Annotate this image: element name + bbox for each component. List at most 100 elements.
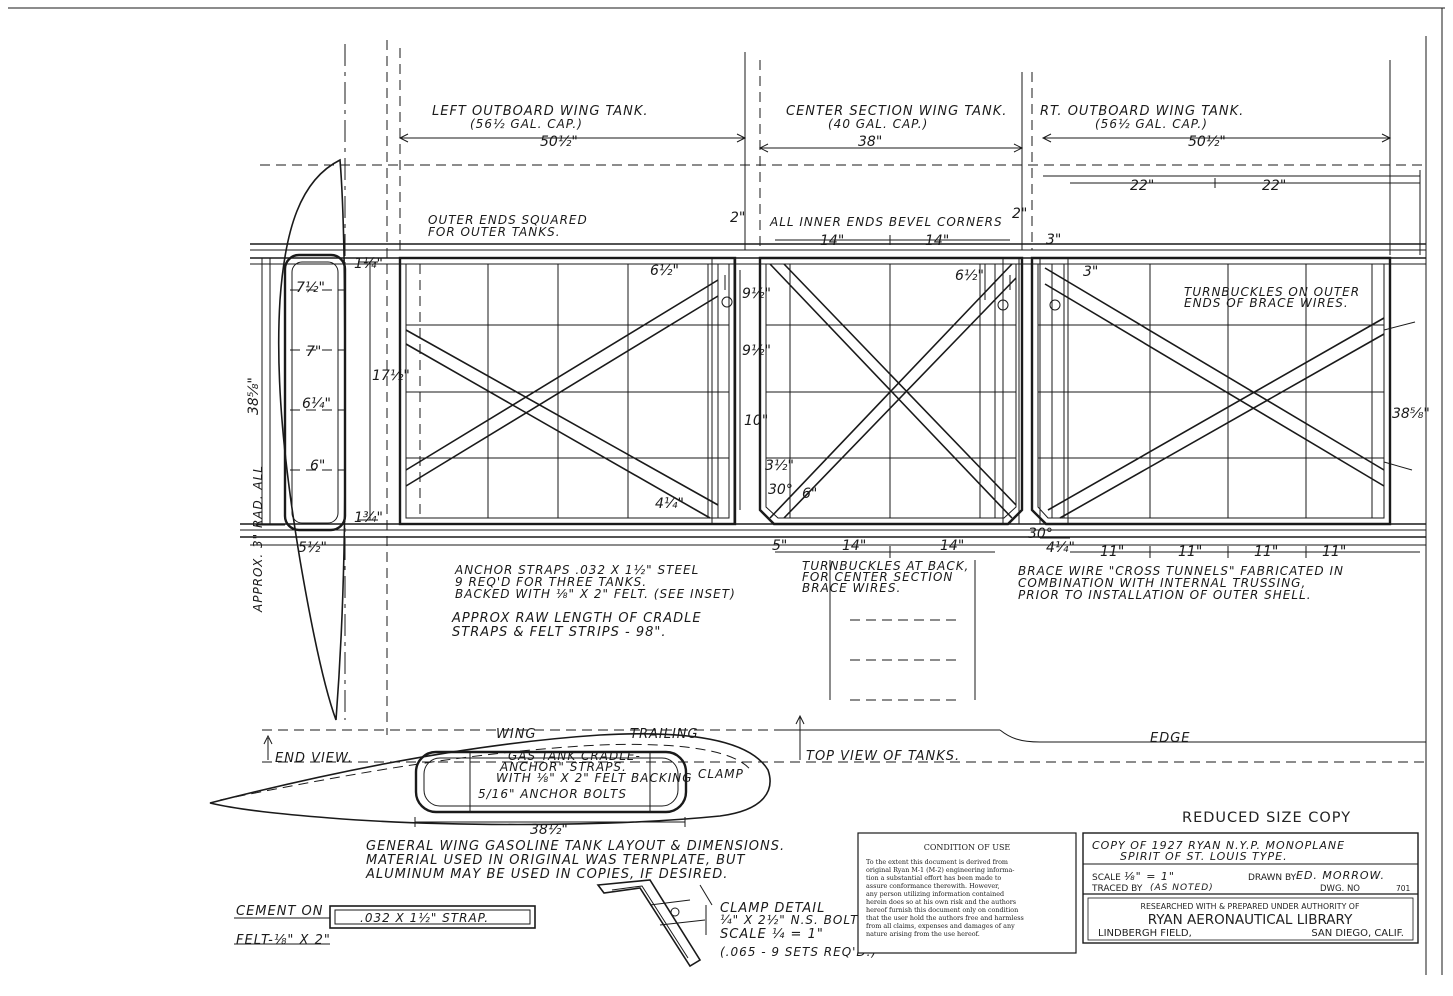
dim-9-half: 9½": [742, 286, 771, 302]
turnbuckles-back-note-3: BRACE WIRES.: [802, 581, 901, 595]
condition-line-6: herein does so at his own risk and the a…: [866, 898, 1016, 906]
right-tank-title: RT. OUTBOARD WING TANK.: [1040, 104, 1244, 119]
condition-line-5: any person utilizing information contain…: [866, 890, 1004, 898]
turnbuckles-outer-note: TURNBUCKLES ON OUTER: [1184, 285, 1360, 299]
condition-line-1: To the extent this document is derived f…: [866, 858, 1008, 866]
trailing-edge-lines: [262, 560, 1426, 763]
dim-9-half-b: 9½": [742, 343, 771, 359]
left-span-dim: 50½": [540, 134, 578, 150]
san-diego: SAN DIEGO, CALIF.: [1311, 928, 1404, 939]
left-tank-title: LEFT OUTBOARD WING TANK.: [432, 104, 649, 119]
extension-lines: [344, 40, 1421, 735]
annotations: LEFT OUTBOARD WING TANK. (56½ GAL. CAP.)…: [236, 104, 1430, 959]
dim-11-b: 11": [1178, 544, 1202, 560]
trailing-label: TRAILING: [630, 727, 699, 742]
right-span-dim: 50½": [1188, 134, 1226, 150]
drawn-by-label: DRAWN BY: [1248, 873, 1297, 883]
anchor-straps: [711, 257, 1069, 525]
dim-6-half-b: 6½": [955, 268, 984, 284]
wing-label: WING: [496, 727, 537, 742]
left-tank-cap: (56½ GAL. CAP.): [470, 117, 583, 131]
condition-of-use-box: CONDITION OF USE To the extent this docu…: [857, 832, 1077, 954]
dim-2-b: 2": [1012, 206, 1027, 222]
dim-38-right: 38⅝": [1392, 406, 1430, 422]
brace-wire-note-1: BRACE WIRE "CROSS TUNNELS" FABRICATED IN: [1018, 564, 1344, 578]
turnbuckles-back-note-2: FOR CENTER SECTION: [802, 570, 953, 584]
library-name: RYAN AERONAUTICAL LIBRARY: [1148, 912, 1353, 928]
center-section-tank: [758, 256, 1024, 526]
turnbuckles-outer-note-2: ENDS OF BRACE WIRES.: [1184, 296, 1349, 310]
strap-spec: .032 X 1½" STRAP.: [360, 911, 489, 925]
anchor-bolts-note: 5/16" ANCHOR BOLTS: [478, 787, 627, 801]
dim-30-deg-b: 30°: [1028, 526, 1053, 542]
right-outboard-tank: [1030, 256, 1416, 526]
turnbuckles-back-note-1: TURNBUCKLES AT BACK,: [802, 559, 969, 573]
brace-wire-note-2: COMBINATION WITH INTERNAL TRUSSING,: [1018, 576, 1306, 590]
condition-line-7: hereof furnish this document only on con…: [866, 906, 1018, 914]
clamp-detail-sketch: [596, 879, 713, 968]
scale-label: SCALE: [1092, 873, 1121, 883]
dim-6-half: 6½": [650, 263, 679, 279]
reduced-size-stamp: REDUCED SIZE COPY: [1182, 810, 1351, 826]
drawn-by-value: ED. MORROW.: [1296, 869, 1385, 882]
clamp-detail-scale: SCALE ¼ = 1": [720, 927, 824, 942]
top-dimensions: [260, 133, 1426, 245]
dim-38-half: 38½": [530, 822, 568, 838]
clamp-detail-sets: (.065 - 9 SETS REQ'D.): [720, 945, 877, 959]
clamp-detail-title: CLAMP DETAIL: [720, 901, 825, 916]
dim-14-d: 14": [940, 538, 964, 554]
outer-ends-note: OUTER ENDS SQUARED: [428, 213, 588, 227]
dim-11-c: 11": [1254, 544, 1278, 560]
felt-spec: FELT-⅛" X 2": [236, 933, 331, 948]
cement-on-label: CEMENT ON: [236, 904, 323, 919]
dim-10: 10": [744, 413, 768, 429]
dwg-no-label: DWG. NO: [1320, 884, 1360, 894]
dim-3-half: 3½": [765, 458, 794, 474]
dim-11-d: 11": [1322, 544, 1346, 560]
dim-22-a: 22": [1130, 178, 1154, 194]
left-outboard-tank: [398, 256, 737, 526]
outer-ends-note-2: FOR OUTER TANKS.: [428, 225, 561, 239]
dim-3-b: 3": [1083, 264, 1098, 280]
brace-wire-note-3: PRIOR TO INSTALLATION OF OUTER SHELL.: [1018, 588, 1312, 602]
general-note-1: GENERAL WING GASOLINE TANK LAYOUT & DIME…: [366, 839, 785, 854]
general-note-3: ALUMINUM MAY BE USED IN COPIES, IF DESIR…: [365, 867, 728, 882]
traced-by-label: TRACED BY: [1091, 884, 1143, 894]
approx-rad-note: APPROX. 3" RAD. ALL: [251, 465, 265, 613]
dim-17-half: 17½": [372, 368, 410, 384]
top-view-label: TOP VIEW OF TANKS.: [806, 749, 960, 764]
cradle-note-2: ANCHOR" STRAPS.: [499, 760, 627, 774]
dim-7-half: 7½": [296, 280, 325, 296]
inner-ends-note: ALL INNER ENDS BEVEL CORNERS: [769, 215, 1003, 229]
general-note-2: MATERIAL USED IN ORIGINAL WAS TERNPLATE,…: [366, 853, 746, 868]
sheet-border: [8, 7, 1445, 975]
dwg-no-value: 701: [1396, 884, 1411, 893]
dim-1-quarter: 1¼": [354, 256, 383, 272]
condition-line-4: assure conformance therewith. However,: [866, 882, 1000, 890]
cradle-note-1: GAS TANK CRADLE-: [508, 749, 641, 763]
condition-line-3: tion a substantial effort has been made …: [866, 874, 1001, 882]
clamp-detail-bolts: ¼" X 2½" N.S. BOLTS.: [720, 913, 872, 927]
dim-3-a: 3": [1046, 232, 1061, 248]
dim-14-b: 14": [925, 233, 949, 249]
condition-title: CONDITION OF USE: [924, 843, 1011, 852]
end-view-airfoil: [256, 158, 378, 721]
dim-2-a: 2": [730, 210, 745, 226]
raw-length-note-2: STRAPS & FELT STRIPS - 98".: [452, 625, 667, 640]
dim-4-quarter: 4¼": [655, 496, 684, 512]
anchor-straps-note-1: ANCHOR STRAPS .032 X 1½" STEEL: [454, 563, 699, 577]
dim-11-a: 11": [1100, 544, 1124, 560]
title-type-line: SPIRIT OF ST. LOUIS TYPE.: [1120, 850, 1288, 863]
anchor-straps-note-3: BACKED WITH ⅛" X 2" FELT. (SEE INSET): [455, 587, 736, 601]
condition-line-9: from all claims, expenses and damages of…: [866, 922, 1015, 930]
dim-6-quarter: 6¼": [302, 396, 331, 412]
raw-length-note-1: APPROX RAW LENGTH OF CRADLE: [451, 611, 702, 626]
traced-by-value: (AS NOTED): [1150, 883, 1214, 893]
center-tank-title: CENTER SECTION WING TANK.: [786, 104, 1007, 119]
dim-6: 6": [802, 486, 817, 502]
dim-38-eighth: 38⅝": [246, 377, 262, 415]
center-span-dim: 38": [858, 134, 882, 150]
scale-value: ⅛" = 1": [1124, 870, 1175, 883]
